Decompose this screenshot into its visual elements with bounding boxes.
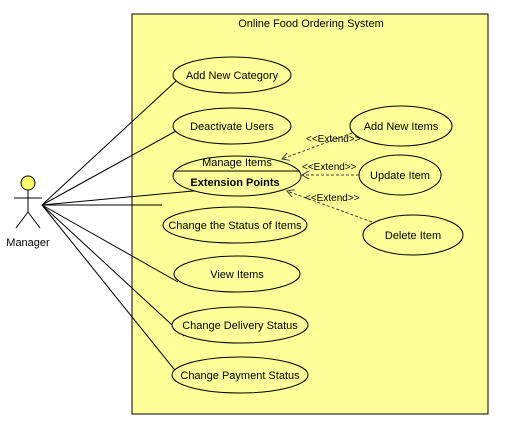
assoc-view-items [41, 204, 179, 283]
usecase-label: Deactivate Users [190, 121, 274, 133]
assoc-deactivate-users [41, 130, 177, 206]
usecase-update-item[interactable]: Update Item [358, 154, 442, 196]
usecase-label: Manage Items [202, 157, 272, 169]
usecase-change-status-items[interactable]: Change the Status of Items [162, 206, 308, 244]
usecase-change-payment-status[interactable]: Change Payment Status [171, 356, 309, 394]
usecase-ellipse [171, 306, 309, 344]
usecase-delete-item[interactable]: Delete Item [362, 214, 464, 256]
extend-delete-item-arrow [287, 191, 373, 223]
usecase-label: Change Delivery Status [182, 320, 298, 332]
usecase-manage-items[interactable]: Manage Items Extension Points [172, 155, 302, 197]
extend-add-new-items-arrow [282, 132, 353, 159]
actor-right-leg [27, 211, 41, 229]
usecase-ellipse [162, 206, 308, 244]
usecase-label: Change Payment Status [180, 370, 300, 382]
extension-points-label: Extension Points [190, 177, 279, 189]
extend-update-label: <<Extend>> [302, 162, 357, 173]
usecase-ellipse [172, 107, 292, 145]
actor-label: Manager [6, 237, 50, 249]
usecase-add-new-items[interactable]: Add New Items [349, 105, 453, 147]
assoc-add-new-category [41, 80, 177, 206]
extend-add-label: <<Extend>> [306, 134, 361, 145]
usecase-deactivate-users[interactable]: Deactivate Users [172, 107, 292, 145]
usecase-ellipse [171, 356, 309, 394]
usecase-label: Change the Status of Items [168, 220, 302, 232]
usecase-label: View Items [210, 269, 264, 281]
actor-left-leg [15, 211, 29, 229]
extend-relations: <<Extend>> <<Extend>> <<Extend>> [282, 132, 373, 223]
usecase-ellipse [362, 214, 464, 256]
assoc-change-payment-status [41, 204, 187, 385]
usecase-add-new-category[interactable]: Add New Category [172, 56, 292, 94]
usecase-ellipse [349, 105, 453, 147]
assoc-change-delivery-status [41, 204, 185, 337]
usecase-label: Add New Items [364, 121, 439, 133]
usecase-ellipse [173, 255, 301, 293]
actor-manager[interactable]: Manager [6, 175, 50, 249]
usecase-change-delivery-status[interactable]: Change Delivery Status [171, 306, 309, 344]
assoc-manage-items [41, 189, 205, 206]
extend-delete-label: <<Extend>> [305, 193, 360, 204]
usecase-label: Update Item [370, 170, 430, 182]
associations [41, 80, 205, 385]
usecase-ellipse [172, 56, 292, 94]
system-title: Online Food Ordering System [238, 18, 384, 30]
actor-head [20, 175, 36, 191]
usecase-label: Delete Item [385, 230, 441, 242]
usecase-view-items[interactable]: View Items [173, 255, 301, 293]
usecase-label: Add New Category [186, 70, 279, 82]
